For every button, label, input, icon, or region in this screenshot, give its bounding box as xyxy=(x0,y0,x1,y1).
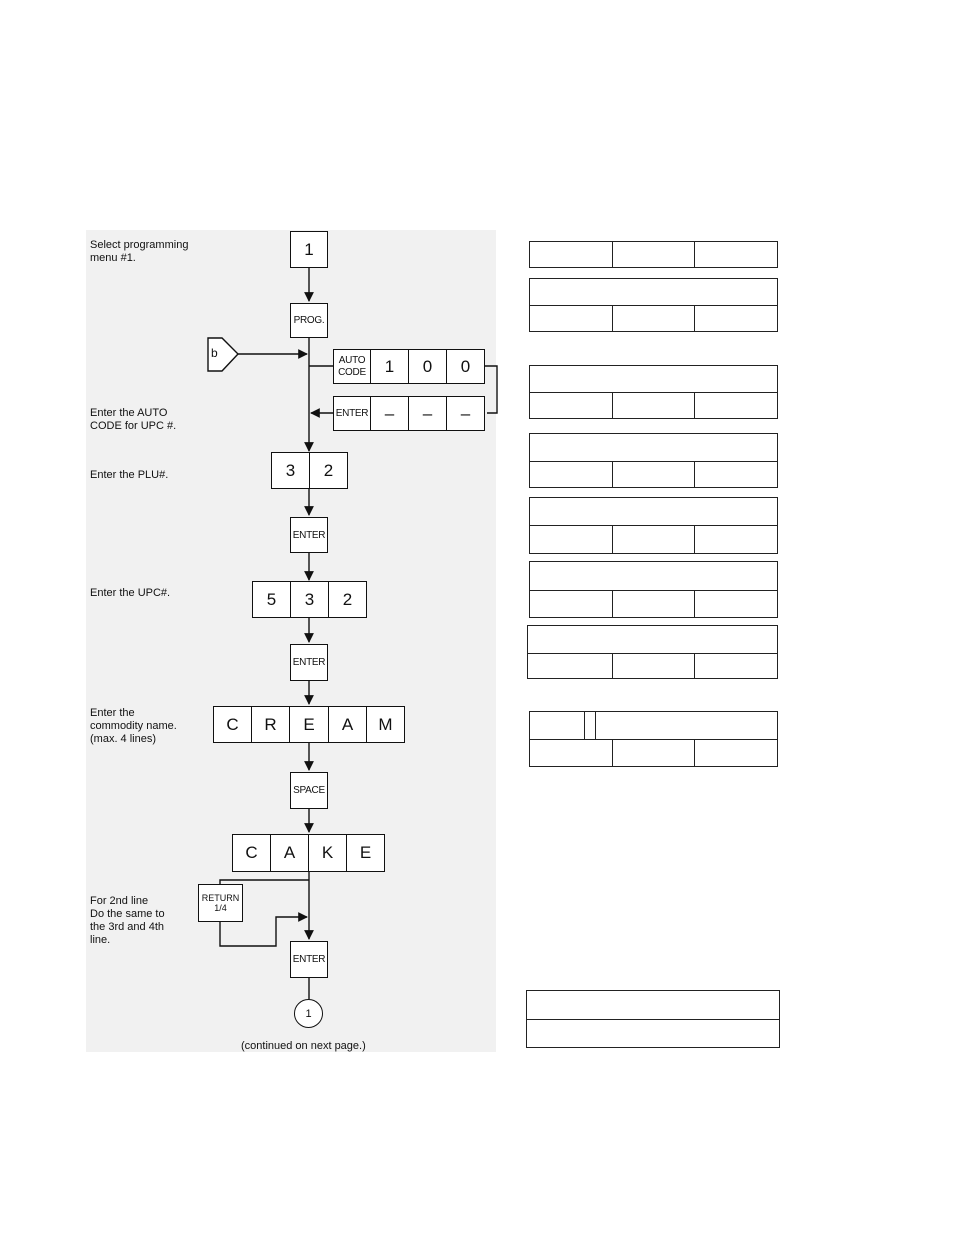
off-page-connector-b: b xyxy=(211,346,218,360)
label-select-menu: Select programming menu #1. xyxy=(90,239,189,264)
plu-digit-key[interactable]: 2 xyxy=(309,452,348,489)
display-panel xyxy=(527,625,778,679)
auto-code-digit-key[interactable]: 0 xyxy=(408,349,447,384)
space-key[interactable]: SPACE xyxy=(290,772,328,809)
enter-key[interactable]: ENTER xyxy=(290,941,328,978)
display-panel xyxy=(526,990,780,1048)
upc-digit-key[interactable]: 5 xyxy=(252,581,291,618)
enter-key[interactable]: ENTER xyxy=(333,396,371,431)
display-panel xyxy=(529,561,778,618)
display-panel xyxy=(529,497,778,554)
enter-key[interactable]: ENTER xyxy=(290,644,328,681)
letter-key[interactable]: C xyxy=(213,706,252,743)
letter-key[interactable]: E xyxy=(346,834,385,872)
label-second-line: For 2nd line Do the same to the 3rd and … xyxy=(90,895,165,946)
upc-digit-key[interactable]: 3 xyxy=(290,581,329,618)
menu-1-key[interactable]: 1 xyxy=(290,231,328,268)
letter-key[interactable]: K xyxy=(308,834,347,872)
auto-code-digit-key[interactable]: 0 xyxy=(446,349,485,384)
display-panel xyxy=(529,278,778,332)
letter-key[interactable]: A xyxy=(270,834,309,872)
plu-digit-key[interactable]: 3 xyxy=(271,452,310,489)
letter-key[interactable]: E xyxy=(289,706,329,743)
label-enter-commodity: Enter the commodity name. (max. 4 lines) xyxy=(90,707,177,745)
label-enter-upc: Enter the UPC#. xyxy=(90,587,171,599)
display-panel xyxy=(529,241,778,268)
dash-key[interactable]: – xyxy=(446,396,485,431)
letter-key[interactable]: R xyxy=(251,706,290,743)
display-panel xyxy=(529,711,778,767)
letter-key[interactable]: C xyxy=(232,834,271,872)
enter-key[interactable]: ENTER xyxy=(290,517,328,553)
display-panel xyxy=(529,365,778,419)
dash-key[interactable]: – xyxy=(370,396,409,431)
letter-key[interactable]: M xyxy=(366,706,405,743)
label-enter-auto-code: Enter the AUTO CODE for UPC #. xyxy=(90,407,177,432)
auto-code-digit-key[interactable]: 1 xyxy=(370,349,409,384)
auto-code-key[interactable]: AUTO CODE xyxy=(333,349,371,384)
continued-note: (continued on next page.) xyxy=(241,1040,366,1052)
prog-key[interactable]: PROG. xyxy=(290,303,328,338)
display-panel xyxy=(529,433,778,488)
return-key[interactable]: RETURN 1/4 xyxy=(198,884,243,922)
letter-key[interactable]: A xyxy=(328,706,367,743)
label-enter-plu: Enter the PLU#. xyxy=(90,469,169,481)
continuation-connector-1: 1 xyxy=(294,999,323,1028)
upc-digit-key[interactable]: 2 xyxy=(328,581,367,618)
dash-key[interactable]: – xyxy=(408,396,447,431)
